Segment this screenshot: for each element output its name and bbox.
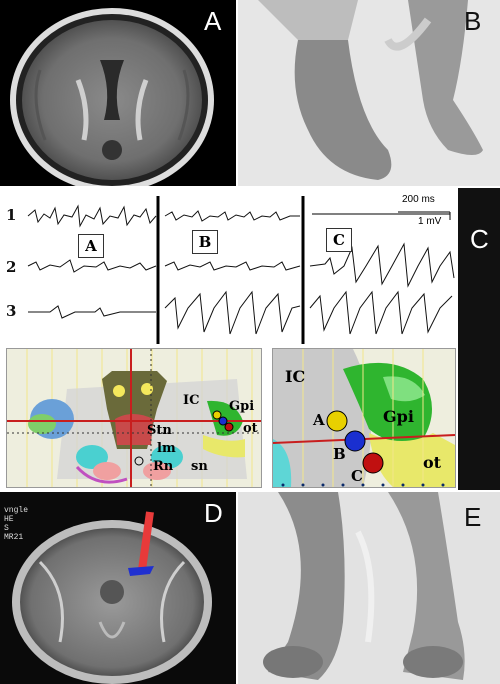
eeg-traces	[27, 196, 455, 344]
mri-electrode-image	[12, 511, 212, 684]
panel-letter: A	[204, 6, 222, 36]
atlas-right: IC Gpi ot A B C	[272, 348, 456, 488]
overlay-line: S	[4, 524, 9, 533]
atlas-right-drawing	[273, 349, 455, 487]
atlas-zoom-label-b: B	[333, 445, 346, 463]
atlas-zoom-label-ot: ot	[423, 453, 442, 472]
atlas-label-ic: IC	[183, 393, 200, 408]
trace-number-2: 2	[6, 258, 17, 276]
panel-a-mri: A	[0, 0, 236, 186]
panel-b-photo: B	[238, 0, 500, 186]
atlas-zoom-label-ic: IC	[285, 367, 306, 386]
panel-c-side-strip	[458, 188, 500, 490]
panel-c-recordings: C 1 2 3 A B C 200 ms 1 mV	[0, 188, 500, 490]
scale-time: 200 ms	[402, 194, 435, 205]
atlas-label-gpi: Gpi	[229, 399, 255, 414]
overlay-line: MR21	[4, 533, 24, 542]
panel-e-photo: E	[238, 492, 500, 684]
scale-voltage: 1 mV	[418, 216, 442, 227]
panel-letter: C	[470, 224, 489, 254]
atlas-label-lm: lm	[157, 441, 176, 456]
atlas-zoom-label-a: A	[313, 411, 325, 429]
trace-number-3: 3	[6, 302, 17, 320]
mri-overlay-text: vngle HE S MR21	[4, 506, 28, 542]
segment-label-c: C	[326, 228, 352, 252]
atlas-label-rn: Rn	[153, 459, 174, 474]
trace-number-1: 1	[6, 206, 17, 224]
atlas-label-ot: ot	[243, 421, 258, 436]
atlas-label-sn: sn	[191, 459, 208, 474]
mri-axial-image	[10, 8, 214, 186]
overlay-line: vngle	[4, 506, 29, 515]
atlas-left: IC Gpi Stn lm ot Rn sn	[6, 348, 262, 488]
panel-letter: E	[464, 502, 482, 532]
panel-d-mri: vngle HE S MR21 D	[0, 492, 236, 684]
overlay-line: HE	[4, 515, 14, 524]
atlas-left-drawing	[7, 349, 261, 487]
atlas-zoom-label-gpi: Gpi	[383, 407, 414, 426]
panel-letter: B	[464, 6, 482, 36]
segment-label-a: A	[78, 234, 104, 258]
segment-label-b: B	[192, 230, 218, 254]
atlas-label-stn: Stn	[147, 423, 172, 438]
feet-photo-image	[238, 0, 500, 186]
feet-photo-post-image	[238, 492, 500, 684]
atlas-zoom-label-c: C	[351, 467, 363, 485]
panel-letter: D	[204, 498, 223, 528]
